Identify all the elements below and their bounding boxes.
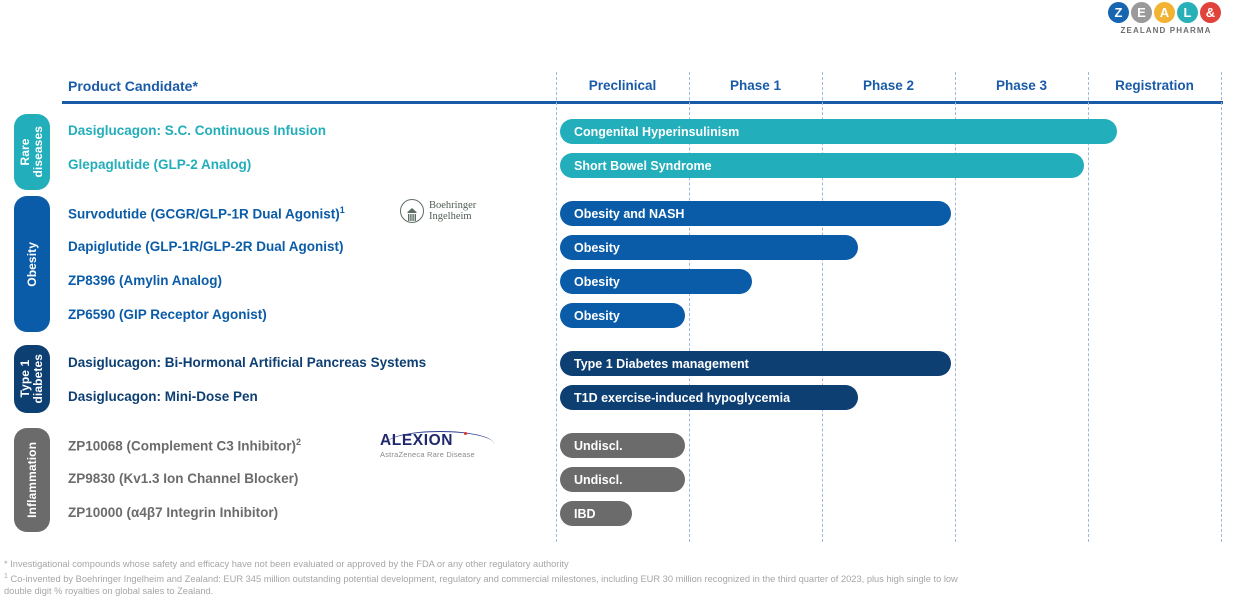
- boehringer-emblem-icon: [400, 199, 424, 223]
- product-name: Dasiglucagon: S.C. Continuous Infusion: [68, 123, 326, 138]
- product-name: ZP10000 (α4β7 Integrin Inhibitor): [68, 505, 279, 520]
- pipeline-bar[interactable]: Obesity: [560, 235, 858, 260]
- row-label: Survodutide (GCGR/GLP-1R Dual Agonist)1: [68, 205, 345, 222]
- indication-label: IBD: [574, 506, 596, 521]
- pipeline-bar[interactable]: Obesity: [560, 269, 752, 294]
- pipeline-bar[interactable]: T1D exercise-induced hypoglycemia: [560, 385, 858, 410]
- pipeline-bar[interactable]: Undiscl.: [560, 467, 685, 492]
- indication-label: Undiscl.: [574, 472, 623, 487]
- product-name: Survodutide (GCGR/GLP-1R Dual Agonist): [68, 206, 340, 222]
- indication-label: Congenital Hyperinsulinism: [574, 124, 740, 139]
- row-label: ZP6590 (GIP Receptor Agonist): [68, 307, 267, 322]
- row-label: Dasiglucagon: S.C. Continuous Infusion: [68, 123, 326, 138]
- logo-letter-3: L: [1177, 2, 1198, 23]
- gridline-1: [689, 72, 690, 542]
- indication-label: Obesity: [574, 240, 620, 255]
- alexion-logo: ALEXION AstraZeneca Rare Disease: [380, 431, 520, 460]
- footnotes: * Investigational compounds whose safety…: [4, 558, 1232, 598]
- column-header-registration: Registration: [1115, 78, 1194, 93]
- indication-label: Obesity: [574, 308, 620, 323]
- indication-label: Obesity: [574, 274, 620, 289]
- row-label: Dapiglutide (GLP-1R/GLP-2R Dual Agonist): [68, 239, 344, 254]
- gridline-3: [955, 72, 956, 542]
- boehringer-wordmark: Boehringer Ingelheim: [429, 200, 476, 222]
- indication-label: Short Bowel Syndrome: [574, 158, 712, 173]
- category-pill-obesity: Obesity: [14, 196, 50, 332]
- category-label: Obesity: [24, 241, 39, 287]
- pipeline-bar[interactable]: Obesity: [560, 303, 685, 328]
- product-footnote-marker: 1: [339, 205, 345, 215]
- product-name: Glepaglutide (GLP-2 Analog): [68, 157, 252, 172]
- footnote-asterisk: * Investigational compounds whose safety…: [4, 559, 569, 569]
- pipeline-bar[interactable]: Undiscl.: [560, 433, 685, 458]
- pipeline-bar[interactable]: Congenital Hyperinsulinism: [560, 119, 1118, 144]
- boehringer-line1: Boehringer: [429, 200, 477, 211]
- pipeline-bar[interactable]: IBD: [560, 501, 632, 526]
- category-label: Inflammation: [24, 442, 39, 518]
- row-label: ZP10000 (α4β7 Integrin Inhibitor): [68, 505, 278, 520]
- logo-wordmark: ZEALAND PHARMA: [1120, 26, 1212, 35]
- product-name: ZP10068 (Complement C3 Inhibitor): [68, 438, 297, 454]
- column-header-phase-2: Phase 2: [862, 78, 915, 93]
- pipeline-bar[interactable]: Type 1 Diabetes management: [560, 351, 951, 376]
- logo-letter-1: E: [1131, 2, 1152, 23]
- row-label: Glepaglutide (GLP-2 Analog): [68, 157, 251, 172]
- row-label: ZP9830 (Kv1.3 Ion Channel Blocker): [68, 471, 298, 486]
- product-name: ZP8396 (Amylin Analog): [68, 273, 223, 288]
- row-label: ZP10068 (Complement C3 Inhibitor)2: [68, 437, 301, 454]
- alexion-mark: ALEXION: [380, 431, 520, 449]
- footnote-one-continued: double digit % royalties on global sales…: [4, 586, 214, 597]
- product-footnote-marker: 2: [296, 437, 302, 447]
- column-header-preclinical: Preclinical: [588, 78, 657, 93]
- column-header-phase-1: Phase 1: [729, 78, 782, 93]
- logo-letter-0: Z: [1108, 2, 1129, 23]
- product-name: Dasiglucagon: Bi-Hormonal Artificial Pan…: [68, 355, 427, 370]
- indication-label: Undiscl.: [574, 438, 623, 453]
- footnote-one-marker: 1: [4, 572, 8, 580]
- boehringer-ingelheim-logo: Boehringer Ingelheim: [400, 198, 512, 224]
- pipeline-bar[interactable]: Obesity and NASH: [560, 201, 951, 226]
- product-name: ZP9830 (Kv1.3 Ion Channel Blocker): [68, 471, 299, 486]
- alexion-red-dot-icon: [464, 432, 467, 435]
- row-label: Dasiglucagon: Mini-Dose Pen: [68, 389, 258, 404]
- column-header-product: Product Candidate*: [68, 78, 198, 94]
- footnote-one-text: Co-invented by Boehringer Ingelheim and …: [10, 573, 958, 584]
- alexion-swoosh-icon: [386, 431, 494, 444]
- indication-label: Type 1 Diabetes management: [574, 356, 749, 371]
- footnote-one: 1 Co-invented by Boehringer Ingelheim an…: [4, 571, 1232, 586]
- logo-letter-4: &: [1200, 2, 1221, 23]
- gridline-4: [1088, 72, 1089, 542]
- gridline-5: [1221, 72, 1222, 542]
- product-name: ZP6590 (GIP Receptor Agonist): [68, 307, 267, 322]
- boehringer-line2: Ingelheim: [429, 211, 472, 222]
- indication-label: T1D exercise-induced hypoglycemia: [574, 390, 791, 405]
- pipeline-bar[interactable]: Short Bowel Syndrome: [560, 153, 1084, 178]
- header-rule: [62, 101, 1223, 104]
- category-pill-inflammation: Inflammation: [14, 428, 50, 532]
- indication-label: Obesity and NASH: [574, 206, 685, 221]
- gridline-2: [822, 72, 823, 542]
- row-label: Dasiglucagon: Bi-Hormonal Artificial Pan…: [68, 355, 426, 370]
- product-name: Dasiglucagon: Mini-Dose Pen: [68, 389, 258, 404]
- logo-letter-2: A: [1154, 2, 1175, 23]
- row-label: ZP8396 (Amylin Analog): [68, 273, 222, 288]
- gridline-0: [556, 72, 557, 542]
- product-name: Dapiglutide (GLP-1R/GLP-2R Dual Agonist): [68, 239, 344, 254]
- column-header-phase-3: Phase 3: [995, 78, 1048, 93]
- alexion-tagline: AstraZeneca Rare Disease: [380, 450, 475, 459]
